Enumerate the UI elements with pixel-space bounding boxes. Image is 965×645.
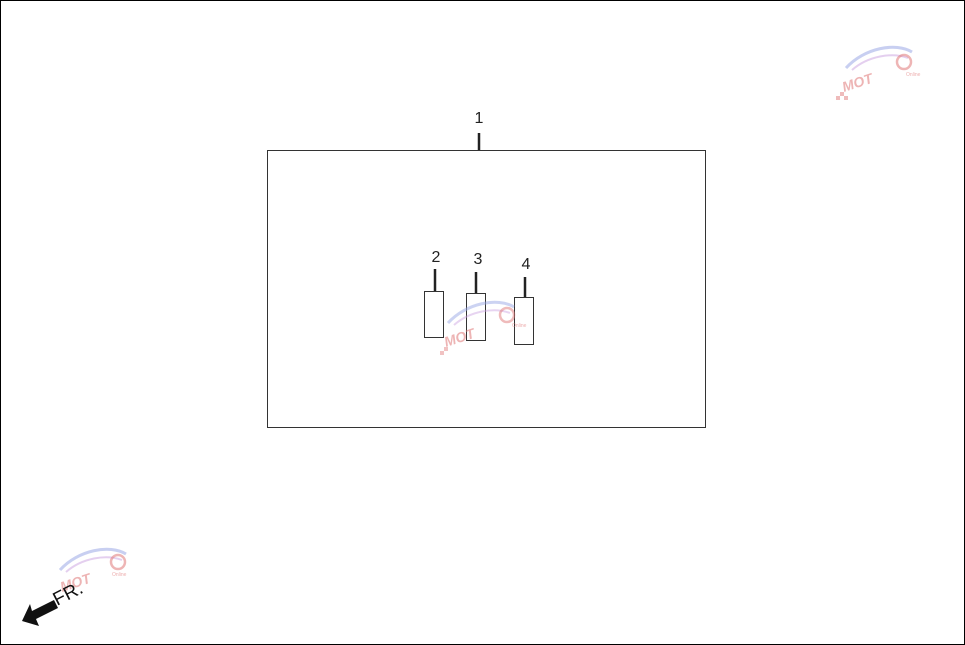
callout-4: 4 — [522, 256, 531, 273]
watermark-tagline: Online — [512, 323, 527, 329]
callout-2: 2 — [432, 249, 441, 266]
watermark-tagline: Online — [906, 72, 921, 78]
front-arrow-icon — [22, 600, 58, 626]
part-4-outline — [514, 297, 534, 345]
callout-3: 3 — [474, 251, 483, 268]
watermark-tagline: Online — [112, 572, 127, 578]
part-3-outline — [466, 293, 486, 341]
part-2-outline — [424, 291, 444, 338]
part-1-outline — [267, 150, 706, 428]
callout-1: 1 — [475, 110, 484, 127]
